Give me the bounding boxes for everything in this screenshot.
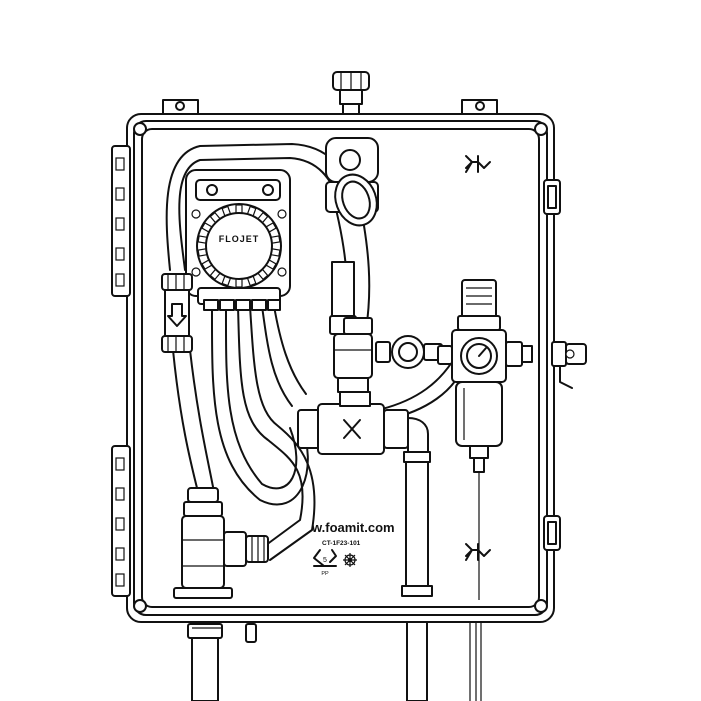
recycle-symbol: 5 PP (313, 549, 337, 577)
website-label: w.foamit.com (311, 520, 395, 535)
pump: FLOJET (185, 169, 291, 311)
center-column (325, 137, 379, 393)
bottom-outlet-pipes (187, 599, 482, 701)
mounting-star-top (465, 155, 491, 173)
top-inlet-fitting (332, 71, 370, 119)
recycle-code: 5 (323, 557, 327, 564)
right-latches (543, 179, 561, 551)
recycle-material: PP (321, 571, 329, 577)
part-number-label: CT-1F23-101 (322, 540, 361, 547)
check-valve-left (161, 273, 193, 353)
labels: w.foamit.com CT-1F23-101 5 PP (311, 520, 395, 577)
bottom-left-tee (173, 487, 269, 599)
pump-brand-label: FLOJET (219, 234, 260, 244)
center-manifold (297, 391, 433, 597)
left-hinges (111, 145, 131, 597)
right-side-fitting (551, 341, 587, 389)
date-wheel-icon (343, 553, 357, 567)
filter-regulator (437, 279, 533, 600)
gear-tooth (235, 204, 243, 214)
gear-tooth (235, 278, 243, 288)
needle-valve (375, 335, 443, 369)
mounting-star-bottom (465, 543, 491, 561)
